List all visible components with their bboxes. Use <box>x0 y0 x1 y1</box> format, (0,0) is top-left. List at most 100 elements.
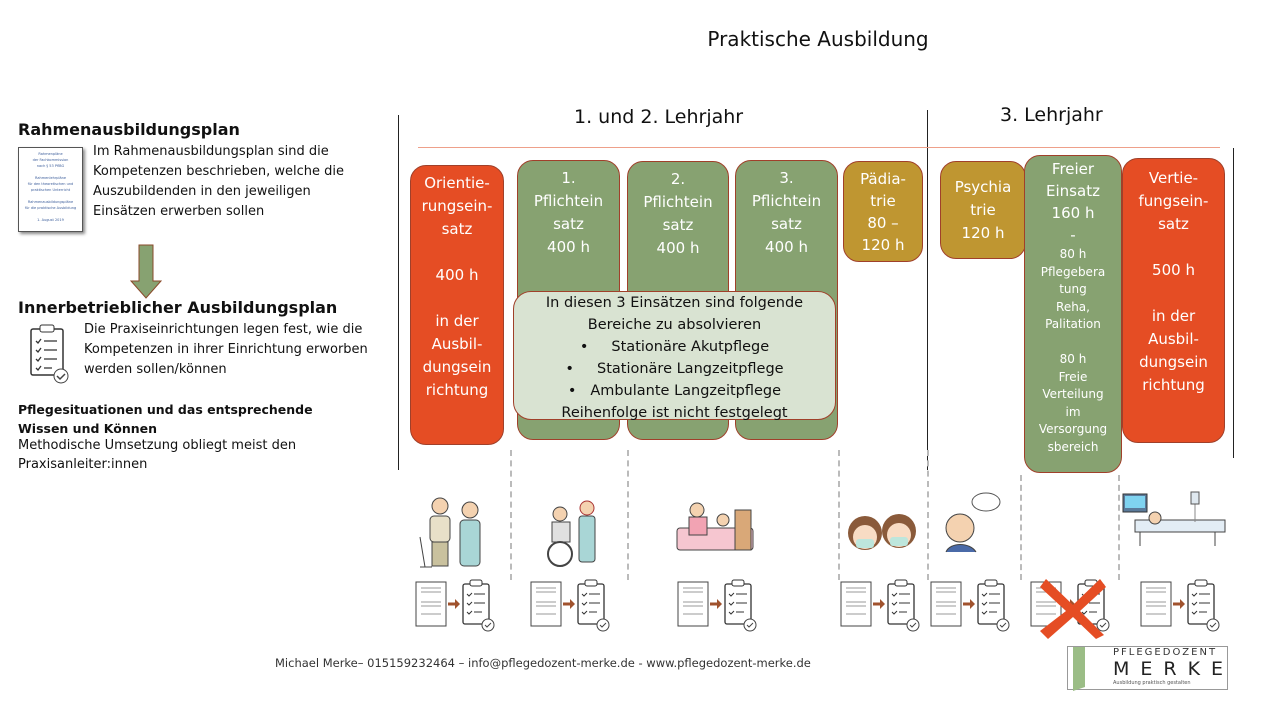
document-to-clipboard-icon <box>415 579 495 632</box>
block-line: satz <box>553 215 584 233</box>
block-line: satz <box>441 220 473 238</box>
block-line: Pflichtein <box>751 192 822 210</box>
rahmen-heading: Rahmenausbildungsplan <box>18 120 240 139</box>
overlay-outro: Reihenfolge ist nicht festgelegt <box>561 405 788 421</box>
overlay-item: • Stationäre Akutpflege <box>579 339 770 355</box>
block-line: dungsein <box>1139 353 1208 371</box>
block-line: dungsein <box>422 358 492 376</box>
rahmen-text: Im Rahmenausbildungsplan sind die Kompet… <box>93 144 345 219</box>
block-line: Psychia <box>954 178 1012 196</box>
innerbetrieblich-text: Die Praxiseinrichtungen legen fest, wie … <box>84 322 368 377</box>
block-detail-line <box>1025 334 1121 352</box>
block-line: 400 h <box>435 266 479 284</box>
doc-line: Rahmenausbildungspläne <box>27 200 74 204</box>
block-detail-line: 80 h <box>1059 247 1087 261</box>
clipboard-checklist-icon <box>30 324 69 384</box>
document-to-clipboard-icon <box>930 579 1010 632</box>
block-detail-line: Verteilung <box>1042 387 1104 401</box>
block-line: Pädia- <box>860 170 906 188</box>
doc-line: praktischen Unterricht <box>30 188 71 192</box>
block-line: 2. <box>670 170 686 188</box>
block-line: Orientie- <box>424 174 490 192</box>
block-line: Freier <box>1051 160 1095 178</box>
block-line: in der <box>435 312 479 330</box>
block-detail-line: tung <box>1059 282 1087 296</box>
page-title: Praktische Ausbildung <box>707 27 929 51</box>
block-line <box>1123 236 1224 259</box>
block-line: Einsatz <box>1046 182 1100 200</box>
block-line: rungsein- <box>421 197 493 215</box>
document-to-clipboard-icon <box>530 579 610 632</box>
dashed-separator <box>838 450 840 580</box>
block-line: Pflichtein <box>533 192 604 210</box>
block-line: trie <box>970 201 996 219</box>
wheelchair-care-illustration <box>547 500 596 567</box>
block-detail-line: Pflegebera <box>1040 264 1106 279</box>
block-line <box>411 241 503 264</box>
block-line <box>1123 282 1224 305</box>
dashed-separator <box>510 450 512 580</box>
footer-contact: Michael Merke– 015159232464 – info@pfleg… <box>275 656 811 670</box>
overlay-item: • Stationäre Langzeitpflege <box>565 361 784 377</box>
doc-line: für den theoretischen und <box>27 182 74 186</box>
year-3-label: 3. Lehrjahr <box>1000 104 1103 126</box>
doc-line: nach § 53 PflBG <box>36 164 65 168</box>
dashed-separator <box>927 450 929 580</box>
block-detail-line: Reha, <box>1056 299 1090 314</box>
block-line: 1. <box>561 169 576 187</box>
dashed-separator <box>627 450 629 580</box>
document-to-clipboard-icon <box>1140 579 1220 632</box>
overlay-item: • Ambulante Langzeitpflege <box>567 383 782 399</box>
block-line: satz <box>662 216 694 234</box>
block-line: richtung <box>425 381 489 399</box>
block-line: 120 h <box>961 224 1005 242</box>
doc-line: Rahmenpläne <box>38 152 63 156</box>
divider-line <box>1233 148 1234 458</box>
overlay-intro: In diesen 3 Einsätzen sind folgende Bere… <box>545 295 804 333</box>
block-line: fungsein- <box>1138 192 1209 210</box>
timeline-line <box>418 147 1220 148</box>
block-detail-line: sbereich <box>1047 439 1099 454</box>
document-thumbnail: Rahmenpläne der Fachkommission nach § 53 P… <box>18 147 83 232</box>
elderly-care-illustration <box>419 497 481 568</box>
confused-elderly-illustration <box>945 492 1001 553</box>
block-line: satz <box>1158 215 1189 233</box>
block-line: richtung <box>1142 376 1205 394</box>
doc-line: der Fachkommission <box>32 158 69 162</box>
block-detail-line: Palitation <box>1045 317 1101 331</box>
block-line: Ausbil- <box>431 335 483 353</box>
block-detail-line: 80 h <box>1059 352 1087 366</box>
arrow-down-icon <box>130 244 162 299</box>
block-line: 400 h <box>547 238 590 256</box>
document-to-clipboard-icon <box>840 579 920 632</box>
dashed-separator <box>1118 475 1120 580</box>
intensive-care-illustration <box>1122 491 1226 546</box>
cross-mark-icon <box>1040 579 1106 639</box>
innerbetrieblich-heading: Innerbetrieblicher Ausbildungsplan <box>18 298 338 317</box>
doc-line: für die praktische Ausbildung <box>24 206 77 210</box>
block-line: 160 h <box>1051 204 1095 222</box>
block-line: 500 h <box>1152 261 1195 279</box>
pflichteinsatz-bereiche-box: In diesen 3 Einsätzen sind folgende Bere… <box>513 291 836 421</box>
dashed-separator <box>1020 475 1022 580</box>
divider-line <box>927 110 928 470</box>
doc-line: Rahmenlehrpläne <box>35 176 66 180</box>
divider-line <box>398 115 399 470</box>
children-masks-illustration <box>848 514 916 550</box>
year-1-2-label: 1. und 2. Lehrjahr <box>574 106 744 128</box>
block-line: in der <box>1151 307 1196 325</box>
doc-line: 1. August 2019 <box>37 218 64 222</box>
bedside-care-illustration <box>676 502 754 551</box>
block-line: 400 h <box>656 239 700 257</box>
block-line: 80 – <box>867 214 899 232</box>
block-detail-line: Freie <box>1058 369 1088 384</box>
logo-door-icon <box>1073 647 1085 691</box>
pflegesituationen-heading: Pflegesituationen und das entsprechende … <box>18 402 313 436</box>
pflegesituationen-text: Methodische Umsetzung obliegt meist den … <box>18 438 297 472</box>
block-line: 120 h <box>861 236 905 254</box>
block-line: Vertie- <box>1148 169 1199 187</box>
